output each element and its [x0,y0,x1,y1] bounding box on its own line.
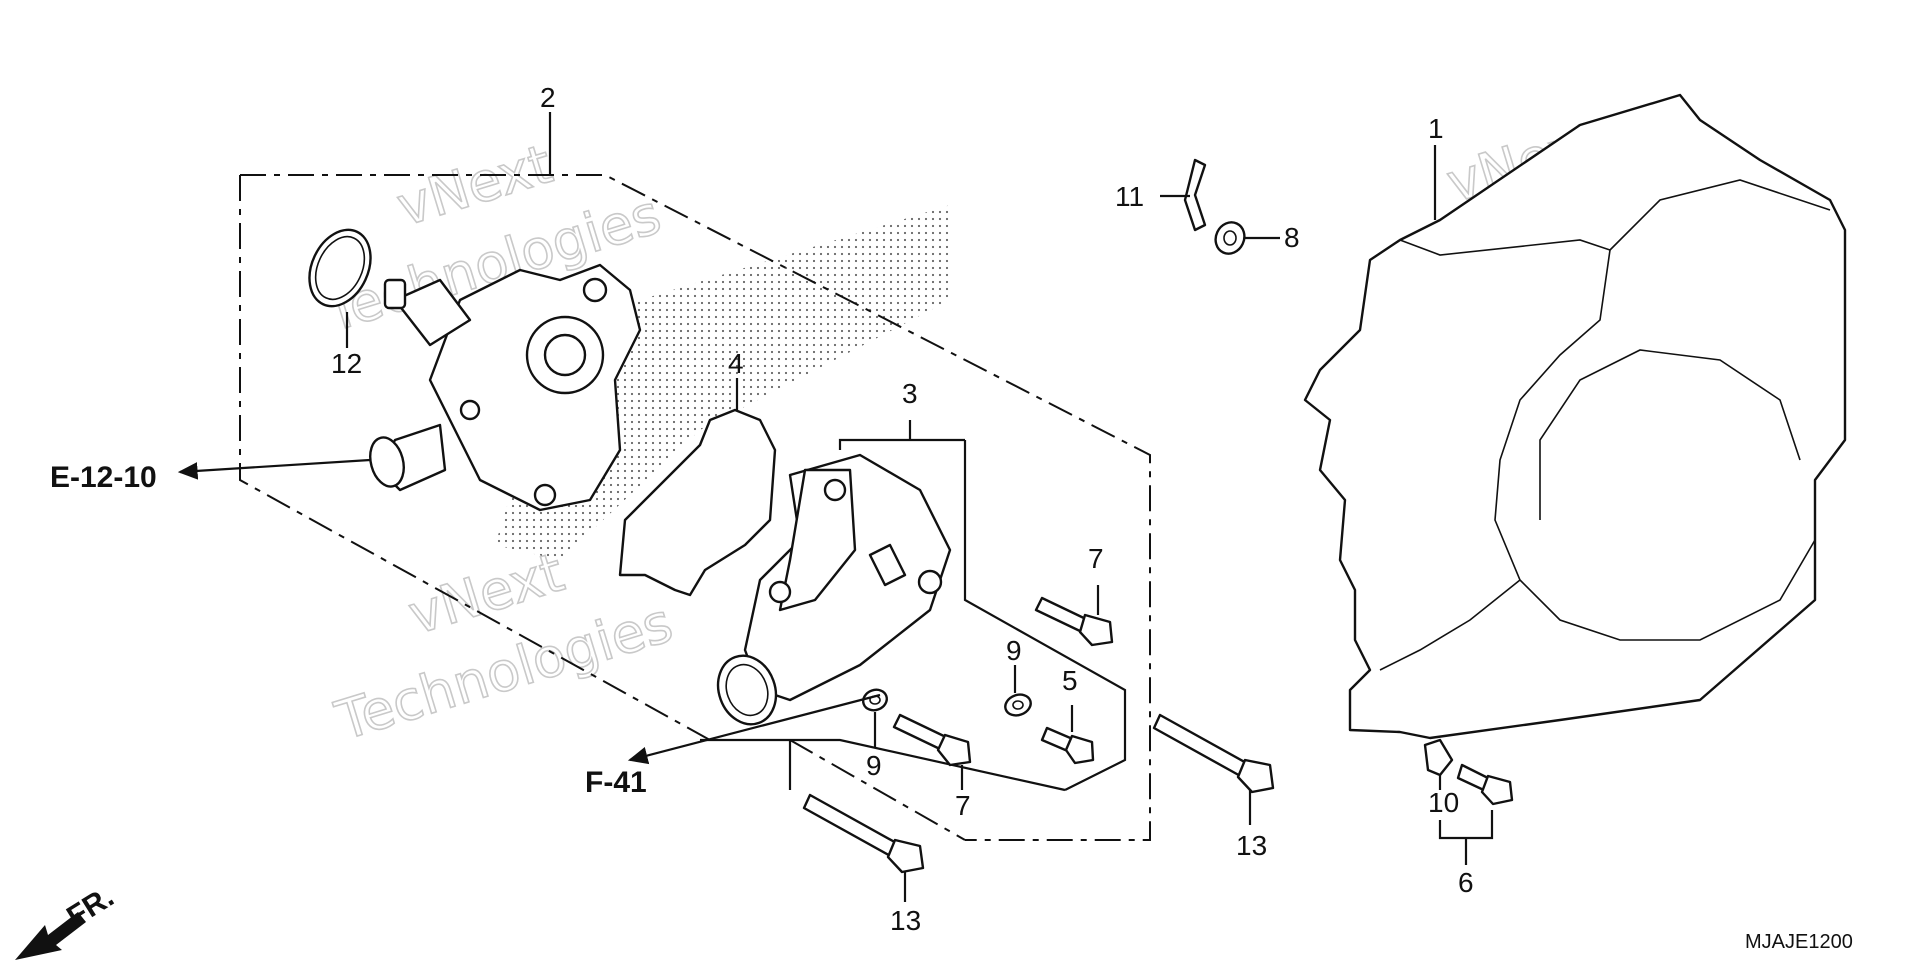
callout-8: 8 [1284,222,1300,253]
callout-13-lower: 13 [890,905,921,936]
callout-12: 12 [331,348,362,379]
washer-9-lower [862,688,888,748]
reference-f-41: F-41 [585,766,647,799]
callout-9-lower: 9 [866,750,882,781]
water-pump-body [369,263,642,512]
f-ref-arrow [627,693,881,765]
callout-2: 2 [540,82,556,113]
gasket-4 [618,378,777,597]
washer-9-upper [1004,665,1032,717]
callout-5: 5 [1062,665,1078,696]
callout-6: 6 [1458,867,1474,898]
e-ref-arrow [177,458,371,480]
bolt-6 [1456,763,1514,806]
group-6-bracket [1438,810,1494,865]
diagram-code: MJAJE1200 [1745,931,1853,953]
callout-11: 11 [1115,181,1144,212]
callout-1: 1 [1428,113,1444,144]
bolt-13-right [1152,713,1275,825]
group-3-bracket [700,420,1127,792]
bolt-5 [1040,705,1095,765]
bolt-7-upper [1034,585,1114,647]
reference-e-12-10: E-12-10 [50,461,157,494]
callout-9-upper: 9 [1006,635,1022,666]
callout-7-upper: 7 [1088,543,1104,574]
bolt-13-lower [802,793,925,902]
clip-11 [1160,158,1207,232]
sprocket-cover-1 [1303,93,1847,740]
bolt-10 [1423,738,1454,790]
o-ring-12 [308,228,372,348]
water-pump-cover [716,453,952,726]
callout-7-lower: 7 [955,790,971,821]
callout-13-right: 13 [1236,830,1267,861]
front-direction-arrow: FR. [15,880,120,960]
callout-10: 10 [1428,787,1459,818]
bolt-7-lower [892,713,972,790]
washer-8 [1214,221,1280,255]
callout-3: 3 [902,378,918,409]
callout-4: 4 [728,348,744,379]
